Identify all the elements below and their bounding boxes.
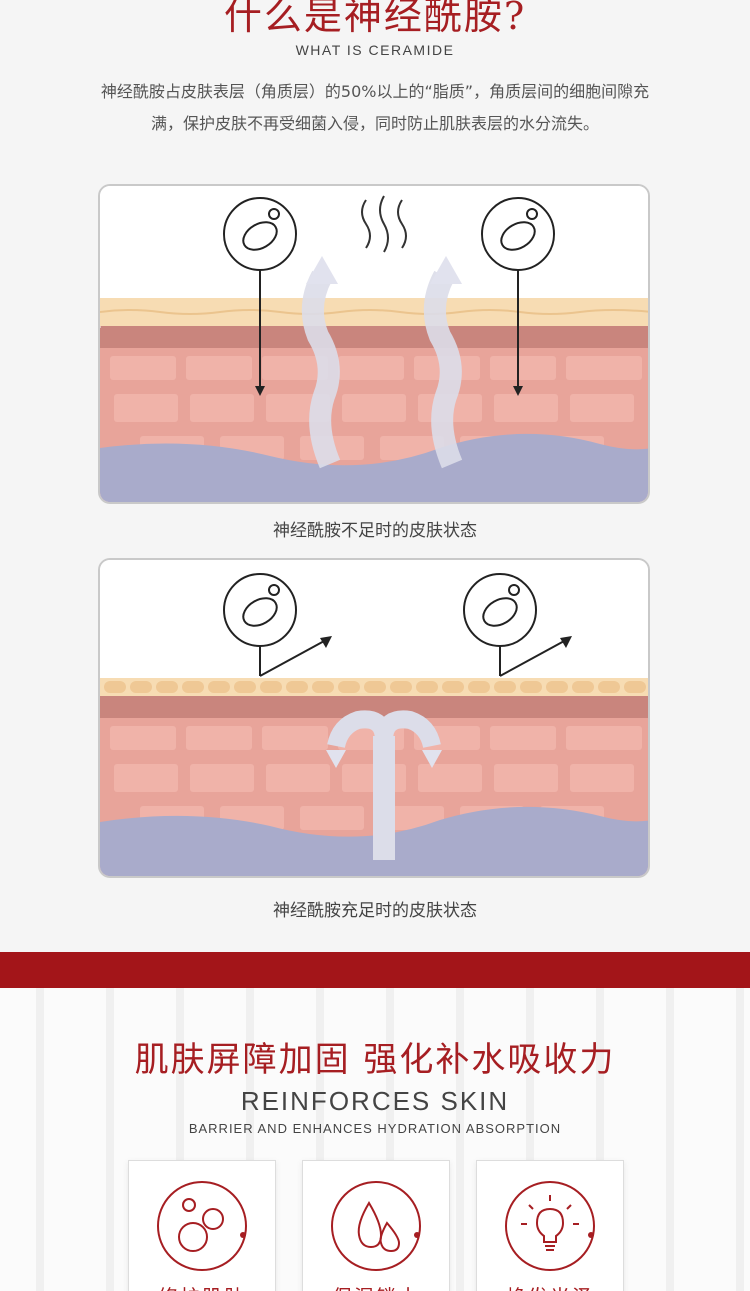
section-title: 什么是神经酰胺? — [223, 0, 527, 38]
section-subtitle: WHAT IS CERAMIDE — [295, 42, 455, 58]
lightbulb-icon — [505, 1181, 595, 1271]
skin-deficient-illustration — [100, 186, 648, 502]
benefit-card-moisture: 保湿锁水 — [302, 1160, 450, 1291]
ceramide-intro-section: 什么是神经酰胺? WHAT IS CERAMIDE 神经酰胺占皮肤表层（角质层）… — [98, 0, 650, 921]
benefit-card-glow: 焕发光泽 — [476, 1160, 624, 1291]
water-drop-icon — [331, 1181, 421, 1271]
bubbles-icon — [157, 1181, 247, 1271]
section2-subtitle: BARRIER AND ENHANCES HYDRATION ABSORPTIO… — [188, 1121, 562, 1136]
divider-band — [0, 952, 750, 988]
barrier-section: 肌肤屏障加固 强化补水吸收力 REINFORCES SKIN BARRIER A… — [0, 988, 750, 1291]
card-label: 焕发光泽 — [477, 1281, 623, 1291]
skin-diagram-deficient — [98, 184, 650, 504]
section2-title: 肌肤屏障加固 强化补水吸收力 — [134, 1040, 616, 1080]
skin-diagram-sufficient — [98, 558, 650, 878]
section-description: 神经酰胺占皮肤表层（角质层）的50%以上的“脂质”，角质层间的细胞间隙充满，保护… — [100, 82, 650, 133]
diagram1-caption: 神经酰胺不足时的皮肤状态 — [273, 521, 477, 541]
section2-title-en: REINFORCES SKIN — [240, 1086, 510, 1116]
diagram2-caption: 神经酰胺充足时的皮肤状态 — [273, 901, 477, 921]
benefit-card-repair: 修护肌肤 — [128, 1160, 276, 1291]
card-label: 修护肌肤 — [129, 1281, 275, 1291]
skin-sufficient-illustration — [100, 560, 648, 876]
card-label: 保湿锁水 — [303, 1281, 449, 1291]
